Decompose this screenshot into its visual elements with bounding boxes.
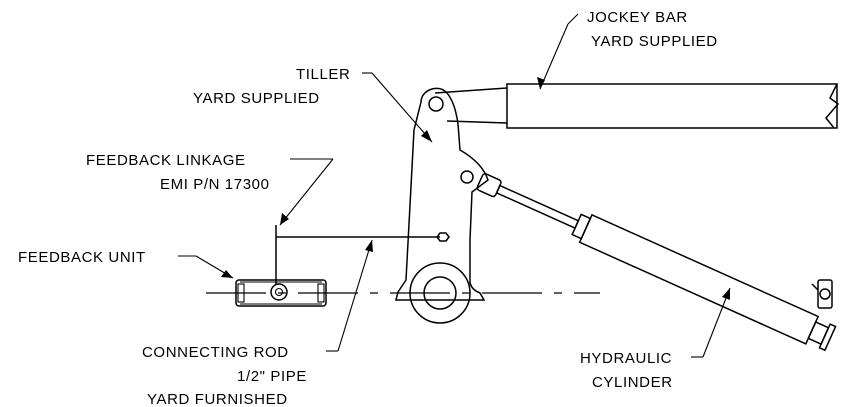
tiller-sublabel: YARD SUPPLIED <box>193 90 320 107</box>
tiller-arm <box>395 87 489 324</box>
jockey-bar-label: JOCKEY BAR <box>587 9 688 26</box>
rudder-stock-outer <box>409 262 471 324</box>
jockey-bar <box>434 83 840 129</box>
tiller-label: TILLER <box>296 66 350 83</box>
hydraulic-cylinder-label: HYDRAULIC <box>580 350 672 367</box>
feedback-unit-label: FEEDBACK UNIT <box>18 249 146 266</box>
jockey-bar-sublabel: YARD SUPPLIED <box>591 33 718 50</box>
leader-lines <box>178 13 731 358</box>
cylinder-pin <box>460 170 474 184</box>
feedback-unit <box>235 279 327 307</box>
hydraulic-cylinder <box>476 173 837 352</box>
feedback-linkage <box>275 225 450 284</box>
connecting-rod-size: 1/2" PIPE <box>237 368 307 385</box>
connecting-rod-supplier: YARD FURNISHED <box>147 391 288 407</box>
connecting-rod-label: CONNECTING ROD <box>142 344 289 361</box>
feedback-linkage-label: FEEDBACK LINKAGE <box>86 152 246 169</box>
tiller-pin <box>428 96 444 112</box>
feedback-linkage-part-number: EMI P/N 17300 <box>160 176 270 193</box>
hydraulic-cylinder-sublabel: CYLINDER <box>592 374 673 391</box>
cylinder-mount <box>811 279 833 309</box>
rudder-stock-inner <box>423 276 457 310</box>
